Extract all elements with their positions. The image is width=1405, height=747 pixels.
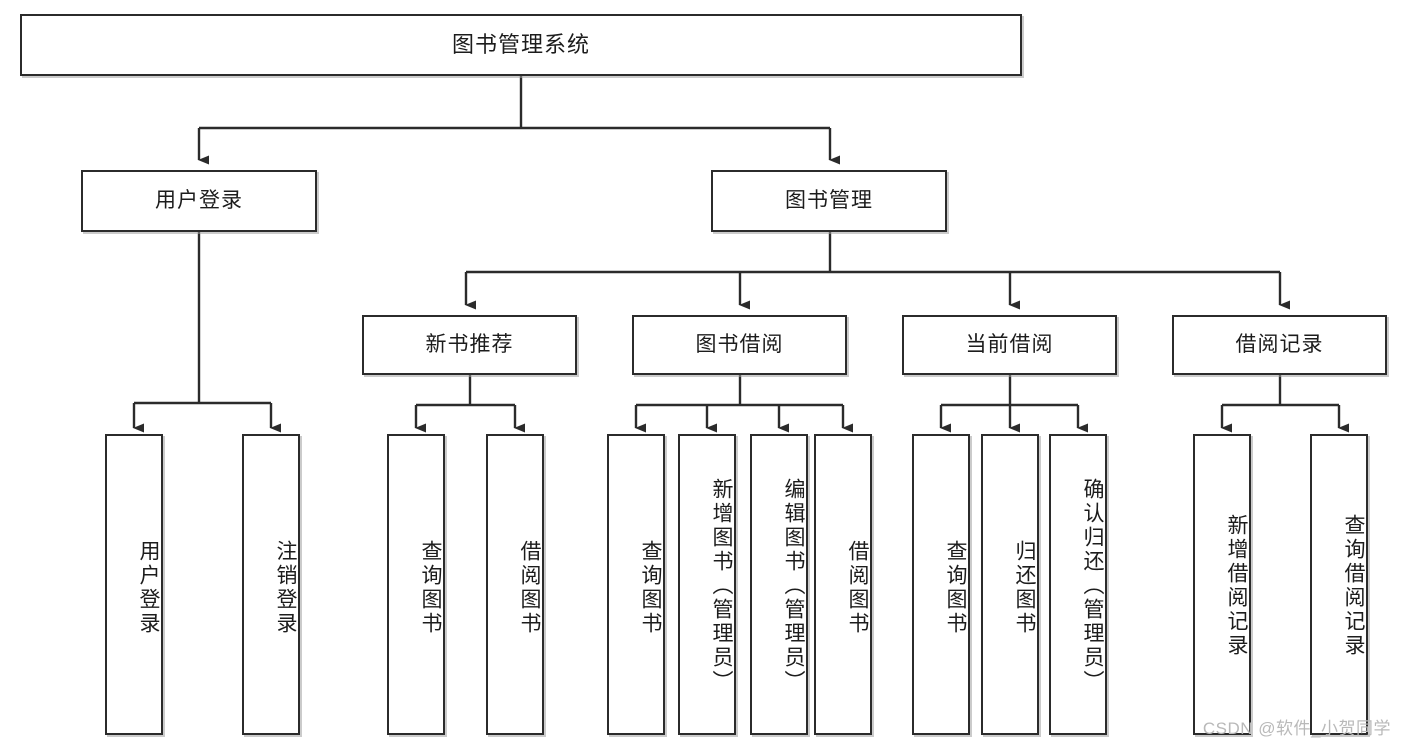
node-label: 图书管理 [785, 189, 873, 213]
node-label: 查询图书 [944, 539, 967, 636]
leaf-book-borrow-add-book-admin[interactable]: 新增图书（管理员） [678, 434, 736, 735]
node-label: 借阅记录 [1235, 333, 1324, 357]
leaf-user-login-logout[interactable]: 注销登录 [242, 434, 300, 735]
node-label: 编辑图书（管理员） [782, 477, 805, 694]
leaf-borrow-record-query-record[interactable]: 查询借阅记录 [1310, 434, 1368, 735]
leaf-current-borrow-return-book[interactable]: 归还图书 [981, 434, 1039, 735]
node-book-borrow[interactable]: 图书借阅 [632, 315, 847, 375]
node-label: 查询图书 [419, 539, 442, 636]
leaf-book-borrow-query-book[interactable]: 查询图书 [607, 434, 665, 735]
node-label: 用户登录 [155, 189, 243, 213]
node-label: 借阅图书 [846, 539, 869, 636]
node-borrow-record[interactable]: 借阅记录 [1172, 315, 1387, 375]
leaf-book-borrow-edit-book-admin[interactable]: 编辑图书（管理员） [750, 434, 808, 735]
node-label: 确认归还（管理员） [1081, 477, 1104, 694]
leaf-current-borrow-confirm-return-admin[interactable]: 确认归还（管理员） [1049, 434, 1107, 735]
node-new-book-recommend[interactable]: 新书推荐 [362, 315, 577, 375]
node-current-borrow[interactable]: 当前借阅 [902, 315, 1117, 375]
node-label: 图书借阅 [695, 333, 784, 357]
node-label: 新书推荐 [425, 333, 514, 357]
node-label: 注销登录 [274, 539, 297, 636]
node-label: 查询图书 [639, 539, 662, 636]
node-label: 当前借阅 [965, 333, 1054, 357]
node-label: 新增图书（管理员） [710, 477, 733, 694]
node-label: 图书管理系统 [451, 31, 590, 57]
node-label: 查询借阅记录 [1342, 513, 1365, 658]
node-user-login[interactable]: 用户登录 [81, 170, 317, 232]
watermark-text: CSDN @软件_小贺同学 [1202, 719, 1391, 738]
node-label: 用户登录 [137, 539, 160, 636]
leaf-book-borrow-borrow-book[interactable]: 借阅图书 [814, 434, 872, 735]
leaf-new-book-query-book[interactable]: 查询图书 [387, 434, 445, 735]
node-label: 借阅图书 [518, 539, 541, 636]
leaf-user-login-login[interactable]: 用户登录 [105, 434, 163, 735]
node-label: 归还图书 [1013, 539, 1036, 636]
node-root-book-management-system[interactable]: 图书管理系统 [20, 14, 1022, 76]
leaf-borrow-record-add-record[interactable]: 新增借阅记录 [1193, 434, 1251, 735]
leaf-new-book-borrow-book[interactable]: 借阅图书 [486, 434, 544, 735]
node-book-management[interactable]: 图书管理 [711, 170, 947, 232]
leaf-current-borrow-query-book[interactable]: 查询图书 [912, 434, 970, 735]
node-label: 新增借阅记录 [1225, 513, 1248, 658]
